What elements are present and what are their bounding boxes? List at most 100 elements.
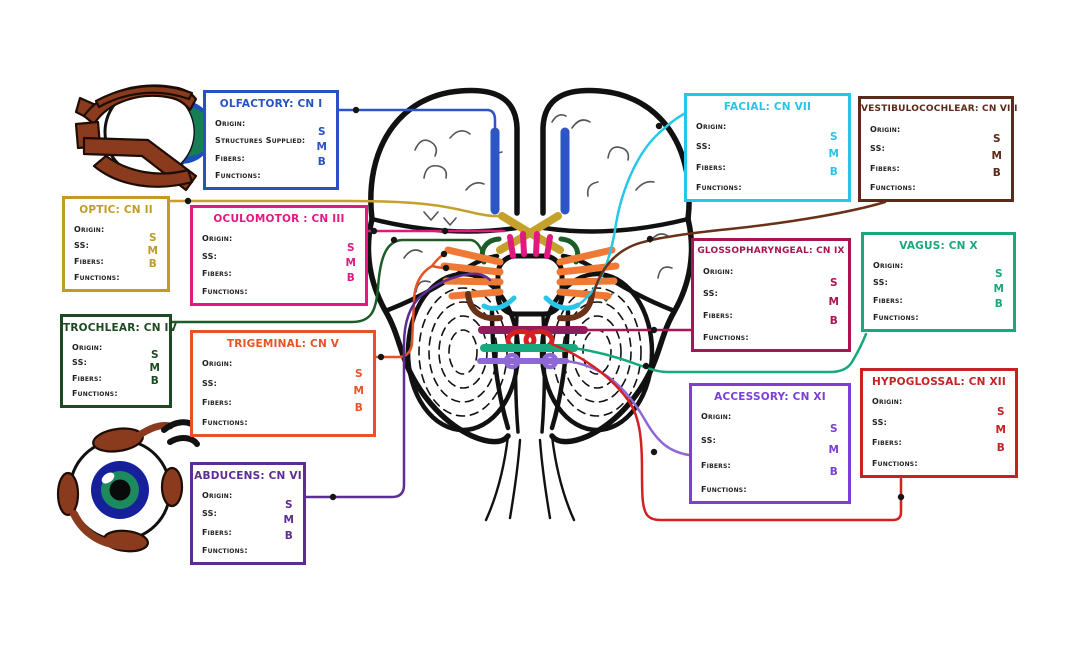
fiber-letter: S xyxy=(284,498,293,511)
fiber-letter: M xyxy=(353,384,364,397)
plug-icon xyxy=(646,235,654,243)
plug-icon xyxy=(655,122,663,130)
field-label: Origin: xyxy=(696,122,727,131)
pupil xyxy=(109,479,131,501)
fiber-letter: S xyxy=(994,268,1003,281)
fiber-letter: B xyxy=(354,401,363,414)
oculomotor-rootlets xyxy=(507,231,553,259)
nerve-card-title: VESTIBULOCOCHLEAR: CN VIII xyxy=(861,104,1018,114)
field-label: Functions: xyxy=(72,388,118,398)
fiber-letter: M xyxy=(995,424,1006,436)
cn11-connector xyxy=(564,359,691,457)
field-label: Origin: xyxy=(202,491,233,500)
field-label: SS: xyxy=(701,436,716,446)
field-label: SS: xyxy=(74,241,89,250)
connector-plugs xyxy=(184,106,905,501)
fiber-letter: M xyxy=(345,256,356,269)
field-label: Fibers: xyxy=(74,257,104,266)
field-label: Fibers: xyxy=(872,438,902,448)
fiber-letter: B xyxy=(150,374,159,387)
trigeminal-fibers xyxy=(440,246,620,300)
field-label: Functions: xyxy=(74,273,120,282)
nerve-card-title: FACIAL: CN VII xyxy=(723,101,812,113)
field-label: SS: xyxy=(202,509,217,519)
fiber-letter: B xyxy=(148,258,157,271)
fiber-letter: S xyxy=(346,241,355,254)
field-label: Fibers: xyxy=(701,460,731,470)
field-label: Fibers: xyxy=(870,163,900,173)
nerve-card-title: GLOSSOPHARYNGEAL: CN IX xyxy=(697,246,845,256)
plug-icon xyxy=(440,250,448,258)
field-label: Fibers: xyxy=(703,311,733,320)
nerve-card-title: OPTIC: CN II xyxy=(79,204,153,216)
plug-icon xyxy=(897,493,905,501)
nerve-card-title: TRIGEMINAL: CN V xyxy=(226,338,340,350)
inferior-oblique xyxy=(70,510,130,550)
plug-icon xyxy=(184,197,192,205)
eye-lateral-illustration xyxy=(74,84,214,192)
nerve-card-title: HYPOGLOSSAL: CN XII xyxy=(871,376,1007,388)
fiber-letter: S xyxy=(317,126,326,139)
cn6-connector xyxy=(304,272,492,499)
fiber-letter: S xyxy=(992,133,1001,146)
plug-icon xyxy=(650,448,658,456)
field-label: SS: xyxy=(873,278,888,288)
cn4-connector xyxy=(170,238,484,324)
olfactory-tracts xyxy=(490,127,570,215)
field-label: Fibers: xyxy=(696,162,726,172)
field-label: SS: xyxy=(202,251,217,261)
fiber-letter: M xyxy=(316,140,327,153)
fiber-letter: S xyxy=(148,231,157,244)
fiber-letter: S xyxy=(996,406,1005,418)
fiber-letter: B xyxy=(317,155,326,168)
field-label: Functions: xyxy=(872,458,918,468)
nerve-card-title: ABDUCENS: CN VI xyxy=(194,470,302,482)
eye-front-illustration xyxy=(56,419,200,553)
plug-icon xyxy=(441,227,449,235)
fiber-letter: S xyxy=(150,349,159,362)
nerve-card-title: OCULOMOTOR : CN III xyxy=(213,213,345,225)
nerve-card-title: ACCESSORY: CN XI xyxy=(714,391,826,403)
field-label: SS: xyxy=(870,144,885,154)
facial-nerves xyxy=(481,295,581,311)
plug-icon xyxy=(442,264,450,272)
fiber-letter: M xyxy=(147,244,158,257)
field-label: Fibers: xyxy=(202,527,232,537)
plug-icon xyxy=(329,493,337,501)
fiber-letter: M xyxy=(283,514,294,527)
field-label: Origin: xyxy=(202,234,233,243)
fiber-letter: B xyxy=(829,166,838,179)
fiber-letter: M xyxy=(828,148,839,161)
nerve-card-title: TROCHLEAR: CN IV xyxy=(63,322,177,334)
fiber-letter: S xyxy=(829,422,838,435)
plug-icon xyxy=(377,353,385,361)
field-label: Origin: xyxy=(215,119,246,128)
field-label: SS: xyxy=(703,289,718,298)
fiber-letter: B xyxy=(994,297,1003,310)
field-label: Functions: xyxy=(696,182,742,192)
nerve-card-cn2: OPTIC: CN II Origin: SS: Fibers: Functions: S… xyxy=(62,196,170,292)
field-label: Origin: xyxy=(74,225,105,234)
field-label: Origin: xyxy=(872,397,903,406)
eye-gleam xyxy=(101,472,115,484)
field-label: Structures Supplied: xyxy=(215,136,306,146)
field-label: SS: xyxy=(202,378,217,388)
field-label: Fibers: xyxy=(202,398,232,408)
field-label: Functions: xyxy=(202,545,248,555)
field-label: Origin: xyxy=(701,412,732,421)
fiber-letter: B xyxy=(284,530,293,543)
fiber-letter: M xyxy=(993,282,1004,295)
